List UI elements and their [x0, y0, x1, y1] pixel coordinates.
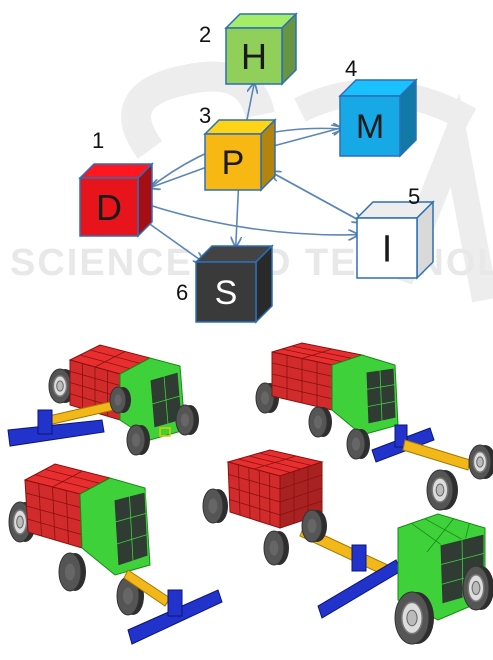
node-letter: M [356, 108, 384, 146]
diagram-nodes: D H P M I S [78, 12, 435, 324]
truck-axle [127, 589, 223, 645]
truck-model-icon [202, 449, 493, 645]
wheel [58, 552, 86, 592]
truck-axle [7, 419, 105, 447]
wheel [462, 565, 493, 611]
cube-front-face [339, 95, 401, 157]
truck-link [123, 569, 171, 607]
node-number: 3 [199, 103, 211, 128]
wheel [468, 444, 493, 480]
truck-model-icon [7, 344, 199, 456]
wheel [175, 404, 199, 436]
edge-p-to-d [150, 164, 212, 188]
node-letter: P [222, 144, 245, 182]
node-m-cube: M [338, 78, 418, 158]
node-letter: I [382, 229, 393, 271]
truck-model-icon [255, 342, 493, 511]
diagram-numbers: 1 2 3 4 5 6 [92, 22, 420, 305]
node-number: 2 [199, 22, 211, 47]
wheel [126, 424, 150, 456]
cube-front-face [79, 177, 139, 237]
node-s-cube: S [194, 244, 274, 324]
wheel [346, 428, 370, 460]
edge-d-to-i [147, 203, 359, 235]
wheel [394, 591, 434, 645]
wheel [263, 530, 289, 566]
wheel [48, 368, 76, 404]
node-letter: S [215, 274, 238, 312]
truck-model-icon [8, 463, 223, 645]
edge-d-to-s [141, 217, 204, 262]
node-d-cube: D [78, 162, 154, 238]
node-i-cube: I [355, 200, 435, 280]
node-h-cube: H [224, 12, 298, 86]
node-number: 1 [92, 128, 104, 153]
cube-front-face [204, 133, 262, 191]
edge-p-to-m [269, 128, 342, 148]
node-number: 5 [408, 184, 420, 209]
cube-front-face [195, 261, 257, 323]
cube-front-face [225, 27, 283, 85]
wheel [308, 406, 332, 438]
edge-p-to-s [236, 185, 239, 247]
edge-i-to-p [270, 172, 367, 225]
node-p-cube: P [203, 118, 277, 192]
wheel [426, 469, 458, 511]
wheel [255, 382, 279, 414]
wheel [109, 386, 131, 414]
cube-front-face [356, 217, 418, 279]
truck-models [7, 342, 493, 645]
wheel [202, 488, 228, 524]
truck-link [402, 439, 471, 471]
node-number: 6 [176, 280, 188, 305]
wheel [301, 509, 327, 543]
node-letter: H [241, 36, 267, 77]
edge-p-to-h [245, 83, 254, 125]
node-letter: D [96, 187, 122, 228]
node-number: 4 [345, 56, 357, 81]
diagram-edges [141, 83, 367, 262]
